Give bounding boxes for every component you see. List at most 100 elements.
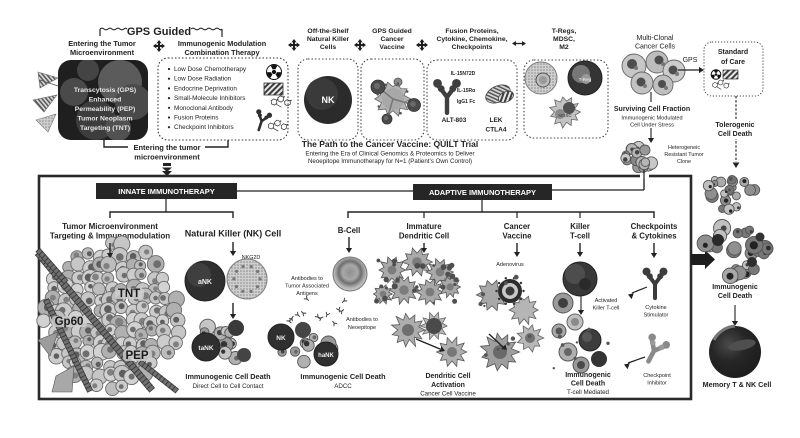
svg-text:Immunogenic Modulated: Immunogenic Modulated xyxy=(621,116,682,122)
svg-text:Checkpoints: Checkpoints xyxy=(452,44,493,51)
svg-text:MDSC: MDSC xyxy=(558,113,572,118)
svg-text:Cell Death: Cell Death xyxy=(571,381,605,388)
svg-text:Immunogenic Cell Death: Immunogenic Cell Death xyxy=(300,372,385,381)
svg-text:LEK: LEK xyxy=(490,117,503,124)
svg-text:T-cell Mediated: T-cell Mediated xyxy=(567,389,610,396)
svg-text:Vaccine: Vaccine xyxy=(502,232,532,241)
svg-text:Neoepitope: Neoepitope xyxy=(348,325,376,331)
svg-text:Natural Killer: Natural Killer xyxy=(307,36,350,43)
svg-text:Fusion Proteins,: Fusion Proteins, xyxy=(445,28,498,35)
svg-text:Cancer: Cancer xyxy=(380,36,403,43)
svg-text:The Path to the Cancer Vaccine: The Path to the Cancer Vaccine: QUILT Tr… xyxy=(302,139,479,149)
svg-text:Cells: Cells xyxy=(320,44,336,51)
svg-text:Surviving Cell Fraction: Surviving Cell Fraction xyxy=(614,106,690,113)
svg-text:aNK: aNK xyxy=(198,279,212,286)
svg-text:Cancer: Cancer xyxy=(504,222,530,231)
svg-text:Monoclonal Antibody: Monoclonal Antibody xyxy=(174,105,234,112)
svg-text:Dendritic Cell: Dendritic Cell xyxy=(399,232,449,241)
svg-text:ADAPTIVE IMMUNOTHERAPY: ADAPTIVE IMMUNOTHERAPY xyxy=(429,188,536,197)
svg-text:Microenvironment: Microenvironment xyxy=(70,48,135,57)
svg-text:IgG1 Fc: IgG1 Fc xyxy=(457,99,476,105)
svg-text:GPS Guided: GPS Guided xyxy=(372,28,412,35)
svg-text:Vaccine: Vaccine xyxy=(379,44,405,51)
svg-text:Permeability (PEP): Permeability (PEP) xyxy=(75,106,135,113)
svg-text:Transcytosis (GPS): Transcytosis (GPS) xyxy=(74,87,136,94)
svg-text:Heterogeneic: Heterogeneic xyxy=(668,145,700,151)
svg-text:NK: NK xyxy=(276,335,286,342)
svg-text:Immunogenic Cell Death: Immunogenic Cell Death xyxy=(185,372,270,381)
svg-text:Entering the Tumor: Entering the Tumor xyxy=(68,39,136,48)
svg-text:Entering the tumor: Entering the tumor xyxy=(133,143,200,152)
svg-text:Activated: Activated xyxy=(595,298,618,304)
svg-text:Tumor Neoplasm: Tumor Neoplasm xyxy=(77,116,132,123)
svg-text:taNK: taNK xyxy=(198,345,213,352)
svg-text:Clone: Clone xyxy=(677,159,691,165)
svg-text:Entering the Era of Clinical G: Entering the Era of Clinical Genomics & … xyxy=(305,151,474,158)
svg-text:TNT: TNT xyxy=(118,288,140,300)
svg-text:GPS Guided: GPS Guided xyxy=(127,26,191,38)
svg-text:Combination Therapy: Combination Therapy xyxy=(185,48,261,57)
svg-text:Killer: Killer xyxy=(570,222,590,231)
svg-text:Targeting (TNT): Targeting (TNT) xyxy=(80,125,130,132)
svg-text:T-cell: T-cell xyxy=(570,232,590,241)
svg-text:Neoepitope Immunotherapy for N: Neoepitope Immunotherapy for N=1 (Patien… xyxy=(308,158,472,165)
svg-text:of Care: of Care xyxy=(721,59,745,66)
svg-text:haNK: haNK xyxy=(318,353,334,359)
svg-text:T-Regs,: T-Regs, xyxy=(552,28,577,35)
svg-text:Checkpoint Inhibitors: Checkpoint Inhibitors xyxy=(174,124,234,131)
svg-text:Direct Cell to Cell Contact: Direct Cell to Cell Contact xyxy=(193,383,264,390)
svg-text:Checkpoint: Checkpoint xyxy=(643,373,671,379)
svg-text:Targeting & Immunomodulation: Targeting & Immunomodulation xyxy=(50,232,170,241)
svg-text:Adenovirus: Adenovirus xyxy=(496,262,524,268)
svg-text:Cancer Cells: Cancer Cells xyxy=(635,44,676,51)
svg-text:Gp60: Gp60 xyxy=(55,316,84,328)
svg-text:Cell Death: Cell Death xyxy=(718,293,752,300)
svg-text:T-Reg: T-Reg xyxy=(579,77,592,82)
svg-text:Immunogenic Modulation: Immunogenic Modulation xyxy=(178,39,266,48)
svg-text:Cell Under Stress: Cell Under Stress xyxy=(630,123,674,129)
svg-text:Checkpoints: Checkpoints xyxy=(631,222,678,231)
svg-text:Natural Killer (NK) Cell: Natural Killer (NK) Cell xyxy=(185,229,282,239)
svg-text:Endocrine Deprivation: Endocrine Deprivation xyxy=(174,85,237,92)
svg-text:Small-Molecule Inhibitors: Small-Molecule Inhibitors xyxy=(174,95,245,102)
svg-text:Cytokine: Cytokine xyxy=(645,305,666,311)
svg-text:microenvironment: microenvironment xyxy=(134,153,200,162)
svg-text:Dendritic Cell: Dendritic Cell xyxy=(425,373,470,380)
svg-text:Resistant Tumor: Resistant Tumor xyxy=(664,152,703,158)
svg-text:Tolerogenic: Tolerogenic xyxy=(715,122,754,129)
svg-text:Standard: Standard xyxy=(718,49,748,56)
svg-text:NKG2D: NKG2D xyxy=(242,255,261,261)
svg-text:Immunogenic: Immunogenic xyxy=(712,284,758,291)
svg-text:M2: M2 xyxy=(559,44,569,51)
svg-text:Cancer Cell Vaccine: Cancer Cell Vaccine xyxy=(420,391,476,398)
svg-text:MDSC,: MDSC, xyxy=(553,36,575,43)
svg-text:Low Dose Chemotherapy: Low Dose Chemotherapy xyxy=(174,66,247,73)
svg-text:Cytokine, Chemokine,: Cytokine, Chemokine, xyxy=(436,36,507,43)
svg-text:Antibodies to: Antibodies to xyxy=(346,317,378,323)
svg-text:Cell Death: Cell Death xyxy=(718,131,752,138)
svg-text:Inhibitor: Inhibitor xyxy=(647,381,667,387)
svg-text:Off-the-Shelf: Off-the-Shelf xyxy=(307,28,349,35)
svg-text:Killer T-cell: Killer T-cell xyxy=(593,306,620,312)
svg-text:Antigens: Antigens xyxy=(296,291,318,297)
svg-text:Immature: Immature xyxy=(406,222,442,231)
svg-text:Low Dose Radiation: Low Dose Radiation xyxy=(174,76,232,83)
svg-text:Fusion Proteins: Fusion Proteins xyxy=(174,115,218,122)
svg-text:Stimulator: Stimulator xyxy=(644,313,669,319)
svg-text:B-Cell: B-Cell xyxy=(338,226,361,235)
svg-text:CTLA4: CTLA4 xyxy=(486,127,507,134)
svg-text:& Cytokines: & Cytokines xyxy=(631,232,677,241)
svg-text:Tumor Associated: Tumor Associated xyxy=(285,284,329,290)
svg-text:Immunogenic: Immunogenic xyxy=(565,372,611,379)
svg-text:GPS: GPS xyxy=(683,57,698,64)
svg-text:Tumor Microenvironment: Tumor Microenvironment xyxy=(62,222,158,231)
svg-text:Antibodies to: Antibodies to xyxy=(291,276,323,282)
svg-text:ALT-803: ALT-803 xyxy=(442,117,467,124)
svg-text:NK: NK xyxy=(322,95,335,105)
svg-text:PEP: PEP xyxy=(125,350,148,362)
svg-text:IL-15N72D: IL-15N72D xyxy=(451,71,476,77)
svg-text:ADCC: ADCC xyxy=(334,383,352,390)
svg-text:Multi-Clonal: Multi-Clonal xyxy=(637,35,674,42)
svg-text:Activation: Activation xyxy=(431,382,465,389)
svg-text:INNATE IMMUNOTHERAPY: INNATE IMMUNOTHERAPY xyxy=(118,187,215,196)
